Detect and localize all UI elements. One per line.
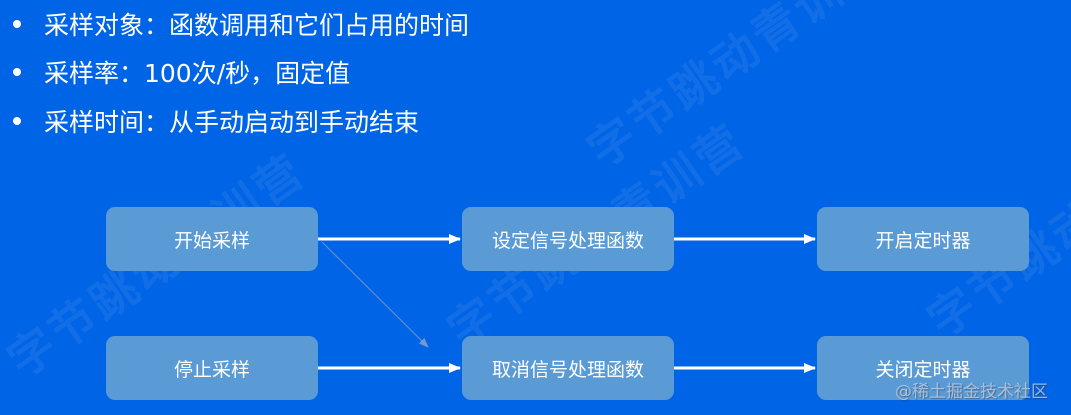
node-cancel-signal-handler: 取消信号处理函数 [462, 336, 674, 400]
bullet-dot-icon [13, 20, 21, 28]
node-set-signal-handler: 设定信号处理函数 [462, 207, 674, 271]
bullet-text: 采样对象：函数调用和它们占用的时间 [44, 11, 470, 40]
node-stop-sampling: 停止采样 [106, 336, 318, 400]
bullet-text: 采样率：100次/秒，固定值 [44, 59, 351, 88]
credit-watermark: @稀土掘金技术社区 [895, 382, 1048, 402]
node-close-timer: 关闭定时器 [817, 336, 1029, 400]
bullet-dot-icon [13, 68, 21, 76]
node-start-timer: 开启定时器 [817, 207, 1029, 271]
arrow-start-to-cancel-handler-diagonal [321, 241, 429, 348]
bullet-dot-icon [13, 117, 21, 125]
node-start-sampling: 开始采样 [106, 207, 318, 271]
bullet-text: 采样时间：从手动启动到手动结束 [44, 108, 420, 137]
